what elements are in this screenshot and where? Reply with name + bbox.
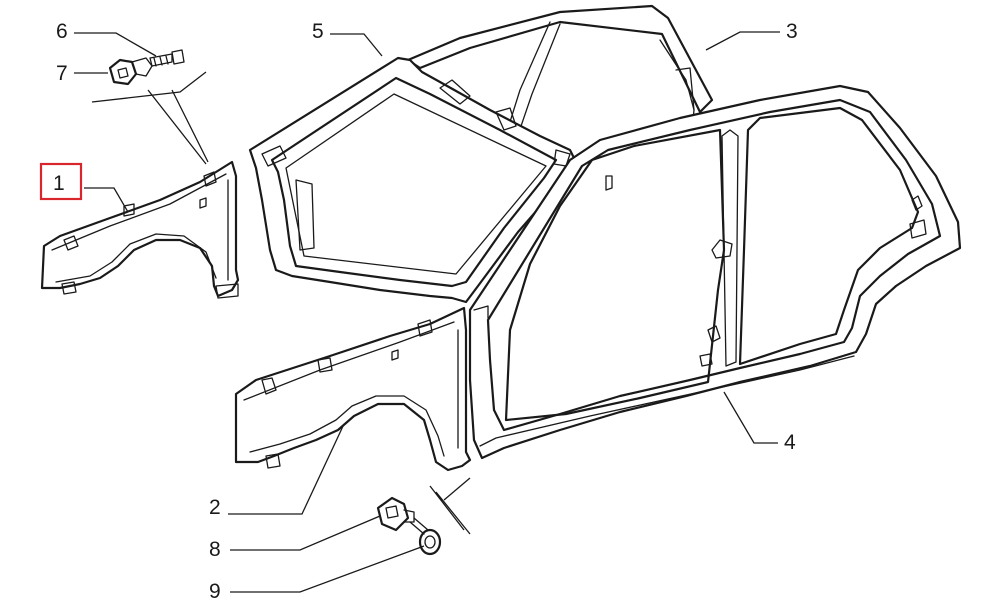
- leader-6: [74, 32, 157, 57]
- highlight-box-1: [39, 162, 83, 201]
- leader-1: [84, 187, 129, 213]
- callout-2[interactable]: 2: [209, 496, 221, 519]
- callout-8[interactable]: 8: [209, 538, 221, 561]
- part-2-front-wing: [234, 306, 472, 472]
- callout-6[interactable]: 6: [56, 20, 68, 43]
- part-7-clip: [108, 57, 153, 86]
- leader-4: [723, 391, 778, 444]
- part-6-bolt: [149, 49, 185, 67]
- part-5-windscreen-frame: [248, 56, 578, 304]
- part-8-clip: [376, 496, 415, 532]
- leader-2: [228, 423, 345, 515]
- callout-7[interactable]: 7: [56, 62, 68, 85]
- explode-line-6-7: [91, 71, 209, 165]
- callout-1[interactable]: 1: [53, 172, 65, 195]
- leader-5: [330, 33, 383, 57]
- callout-9[interactable]: 9: [209, 580, 221, 600]
- part-4-body-side: [468, 84, 962, 460]
- leader-3: [705, 31, 780, 51]
- part-1-front-wing: [40, 160, 240, 299]
- callout-3[interactable]: 3: [786, 20, 798, 43]
- explode-line-8-9: [429, 477, 471, 535]
- part-9-screw: [409, 517, 442, 556]
- leader-8: [230, 515, 381, 551]
- callout-5[interactable]: 5: [312, 20, 324, 43]
- leader-9: [230, 545, 425, 593]
- leader-lines: [74, 31, 780, 593]
- callout-4[interactable]: 4: [784, 431, 796, 454]
